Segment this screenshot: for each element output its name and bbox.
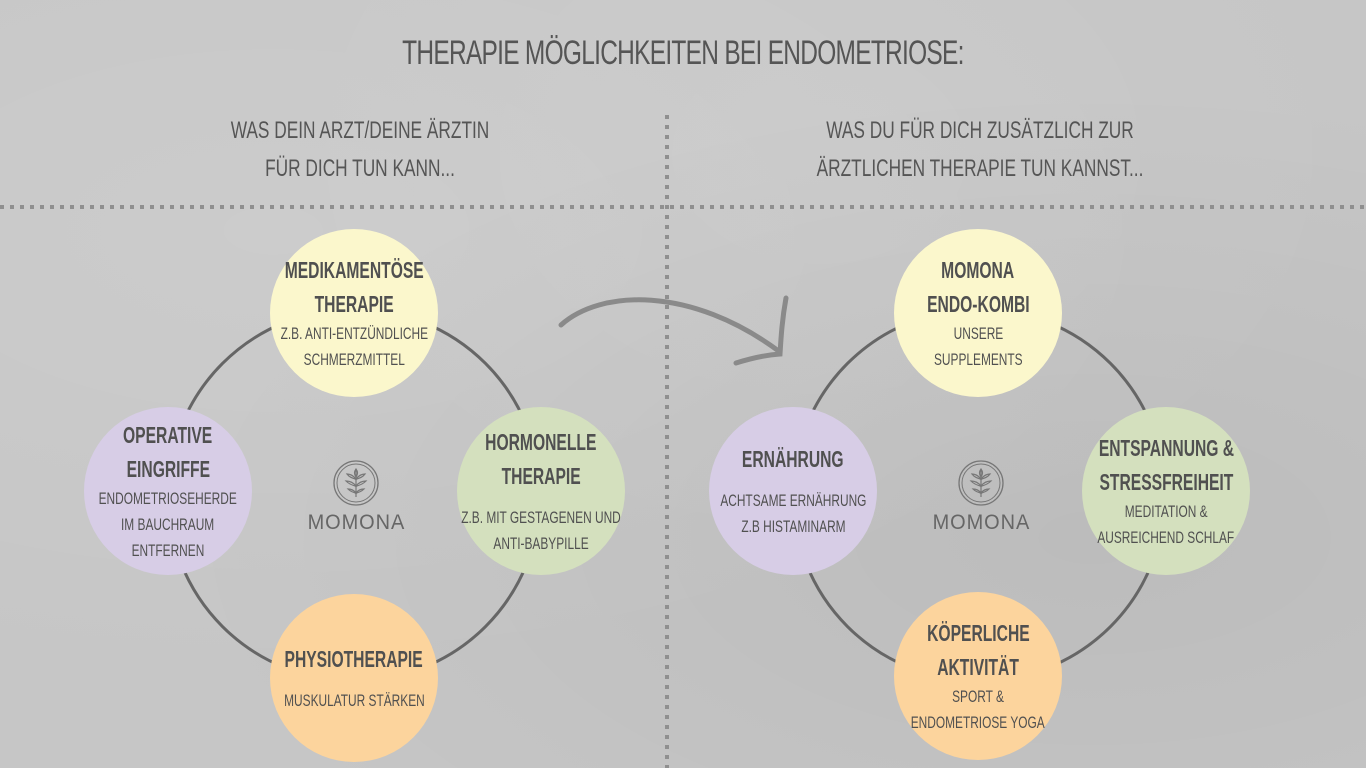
bubble-title: PHYSIOTHERAPIE bbox=[284, 646, 424, 672]
bubble-ernaehrung: ERNÄHRUNG ACHTSAME ERNÄHRUNG Z.B HISTAMI… bbox=[709, 407, 877, 575]
bubble-koerperliche-aktivitaet: KÖPERLICHE AKTIVITÄT SPORT & ENDOMETRIOS… bbox=[894, 592, 1062, 760]
wheat-leaf-icon bbox=[958, 460, 1004, 506]
bubble-title: EINGRIFFE bbox=[126, 456, 210, 482]
bubble-hormonelle-therapie: HORMONELLE THERAPIE Z.B. MIT GESTAGENEN … bbox=[457, 407, 625, 575]
right-momona-logo: MOMONA bbox=[921, 459, 1041, 535]
right-heading-line: ÄRZTLICHEN THERAPIE TUN KANNST... bbox=[816, 155, 1144, 182]
bubble-physiotherapie: PHYSIOTHERAPIE MUSKULATUR STÄRKEN bbox=[270, 594, 438, 762]
wheat-leaf-icon bbox=[333, 460, 379, 506]
bubble-desc: AUSREICHEND SCHLAF bbox=[1097, 528, 1235, 547]
bubble-entspannung: ENTSPANNUNG & STRESSFREIHEIT MEDITATION … bbox=[1082, 407, 1250, 575]
bubble-title: AKTIVITÄT bbox=[937, 654, 1019, 680]
bubble-desc: ENDOMETRIOSE YOGA bbox=[910, 713, 1046, 732]
page-title: THERAPIE MÖGLICHKEITEN BEI ENDOMETRIOSE: bbox=[0, 34, 1366, 73]
left-momona-logo: MOMONA bbox=[296, 459, 416, 535]
bubble-desc: MEDITATION & bbox=[1124, 502, 1208, 521]
bubble-title: ERNÄHRUNG bbox=[742, 446, 844, 472]
bubble-title: THERAPIE bbox=[501, 463, 581, 489]
bubble-desc: ACHTSAME ERNÄHRUNG bbox=[719, 491, 867, 510]
bubble-desc: ANTI-BABYPILLE bbox=[493, 534, 589, 553]
bubble-desc: SPORT & bbox=[952, 687, 1004, 706]
curved-arrow-icon bbox=[558, 295, 789, 366]
bubble-operative-eingriffe: OPERATIVE EINGRIFFE ENDOMETRIOSEHERDE IM… bbox=[84, 407, 252, 575]
bubble-title: OPERATIVE bbox=[123, 422, 213, 448]
left-heading-line: WAS DEIN ARZT/DEINE ÄRZTIN bbox=[230, 117, 490, 144]
bubble-desc: Z.B. ANTI-ENTZÜNDLICHE bbox=[280, 324, 428, 343]
bubble-title: KÖPERLICHE bbox=[926, 620, 1030, 646]
bubble-title: ENTSPANNUNG & bbox=[1098, 435, 1234, 461]
bubble-desc: ENTFERNEN bbox=[131, 541, 205, 560]
bubble-desc: SCHMERZMITTEL bbox=[303, 350, 405, 369]
bubble-momona-endo-kombi: MOMONA ENDO-KOMBI UNSERE SUPPLEMENTS bbox=[894, 229, 1062, 397]
bubble-desc: MUSKULATUR STÄRKEN bbox=[283, 691, 425, 710]
bubble-desc: SUPPLEMENTS bbox=[933, 350, 1023, 369]
bubble-title: THERAPIE bbox=[314, 291, 394, 317]
bubble-title: STRESSFREIHEIT bbox=[1099, 469, 1233, 495]
bubble-title: HORMONELLE bbox=[485, 429, 597, 455]
bubble-desc: Z.B. MIT GESTAGENEN UND bbox=[461, 508, 621, 527]
left-heading-line: FÜR DICH TUN KANN... bbox=[265, 155, 455, 182]
bubble-desc: ENDOMETRIOSEHERDE bbox=[98, 489, 238, 508]
right-heading: WAS DU FÜR DICH ZUSÄTZLICH ZUR ÄRZTLICHE… bbox=[750, 112, 1210, 188]
logo-wordmark: MOMONA bbox=[307, 511, 405, 534]
logo-wordmark: MOMONA bbox=[932, 511, 1030, 534]
left-heading: WAS DEIN ARZT/DEINE ÄRZTIN FÜR DICH TUN … bbox=[130, 112, 590, 188]
bubble-medikamentoese-therapie: MEDIKAMENTÖSE THERAPIE Z.B. ANTI-ENTZÜND… bbox=[270, 229, 438, 397]
bubble-desc: Z.B HISTAMINARM bbox=[740, 517, 846, 536]
bubble-title: MEDIKAMENTÖSE bbox=[284, 257, 424, 283]
bubble-title: MOMONA bbox=[941, 257, 1015, 283]
bubble-desc: UNSERE bbox=[953, 324, 1003, 343]
bubble-title: ENDO-KOMBI bbox=[926, 291, 1030, 317]
page-title-text: THERAPIE MÖGLICHKEITEN BEI ENDOMETRIOSE: bbox=[402, 34, 964, 72]
right-heading-line: WAS DU FÜR DICH ZUSÄTZLICH ZUR bbox=[826, 117, 1134, 144]
bubble-desc: IM BAUCHRAUM bbox=[121, 515, 215, 534]
